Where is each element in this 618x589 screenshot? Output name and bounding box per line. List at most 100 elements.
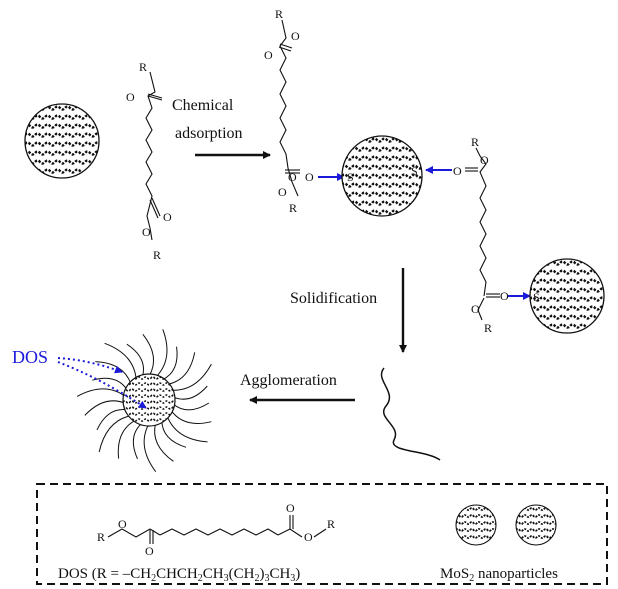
dos-tail [143, 423, 157, 472]
agglomerate-tails [76, 329, 212, 472]
lattice-layer [25, 159, 99, 165]
agglomerate-core [122, 373, 176, 427]
lattice-layer [456, 521, 496, 525]
dos-tail [84, 400, 126, 416]
center-S-right: S [411, 164, 418, 178]
dos-tail [172, 402, 210, 411]
lattice-layer [456, 528, 496, 532]
lattice-layer [530, 287, 604, 293]
dos-pointer-arrow-1 [57, 357, 123, 374]
lattice-layer [123, 376, 175, 380]
lattice-layer [530, 278, 604, 284]
dos-ads-right-R-top: R [471, 135, 479, 149]
legend-dos-structure [107, 515, 327, 544]
legend-R-left: R [97, 530, 105, 544]
dos-free-O-ester-bottom: O [142, 225, 151, 239]
legend-O-left-ester: O [118, 517, 127, 531]
lattice-layer [530, 305, 604, 311]
lattice-layer [123, 394, 175, 398]
legend-O-right-carbonyl: O [286, 501, 295, 515]
lattice-layer [342, 164, 422, 170]
mos2-particle-right [529, 258, 605, 334]
lattice-layer [530, 296, 604, 302]
solidified-chain [380, 367, 441, 461]
legend-O-right-ester: O [304, 530, 313, 544]
dos-free-O-top: O [126, 90, 135, 104]
dos-ads-right-O-ester-bottom: O [471, 302, 480, 316]
dos-tail [161, 346, 178, 381]
chemical-label-line1: Chemical [172, 97, 234, 114]
lattice-layer [516, 528, 556, 532]
lattice-layer [342, 155, 422, 161]
dos-ads-right-O-bonded: O [453, 164, 462, 178]
legend-O-left-carbonyl: O [145, 544, 154, 558]
dos-tail [167, 352, 196, 385]
dos-tail [166, 415, 208, 443]
mos2-particle-center [341, 135, 423, 217]
lattice-layer [342, 173, 422, 179]
lattice-layer [342, 146, 422, 152]
legend-box [36, 483, 608, 585]
mos2-particle-free [24, 103, 100, 179]
lattice-layer [456, 535, 496, 539]
dos-tail [170, 363, 212, 391]
chemical-label-line2: adsorption [175, 125, 243, 142]
lattice-layer [123, 412, 175, 416]
dos-tail [132, 422, 143, 460]
dos-tail [76, 388, 126, 397]
dos-ads-left-O-carbonyl: O [288, 170, 297, 184]
dos-tail [117, 419, 137, 459]
dos-ads-left-R-bottom: R [289, 201, 297, 215]
legend-mos2-particle-2 [515, 504, 557, 546]
dos-ads-left-O-ester: O [278, 185, 287, 199]
lattice-layer [25, 123, 99, 129]
dos-ads-left-O-bonded: O [305, 170, 314, 184]
dos-tail [98, 415, 131, 453]
dos-tail [170, 409, 212, 425]
lattice-layer [123, 388, 175, 392]
dos-ads-left-O-ester-top: O [264, 48, 273, 62]
right-particle-S: S [533, 290, 540, 304]
lattice-layer [123, 382, 175, 386]
legend-mos2-label: MoS2 nanoparticles [440, 566, 558, 584]
dos-molecule-adsorbed-left [278, 19, 299, 197]
lattice-layer [123, 400, 175, 404]
lattice-layer [342, 191, 422, 197]
lattice-layer [123, 406, 175, 410]
dos-tail [126, 343, 144, 378]
dos-ads-right-O-bonded-bottom: O [500, 289, 509, 303]
legend-dos-formula: DOS (R = –CH2CHCH2CH3(CH2)3CH3) [58, 566, 300, 584]
solidification-label: Solidification [290, 290, 377, 307]
center-S-left: S [347, 170, 354, 184]
dos-tail [155, 329, 168, 378]
lattice-layer [516, 514, 556, 518]
dos-ads-right-R-bottom: R [484, 321, 492, 335]
dos-free-R-bottom: R [153, 248, 161, 262]
lattice-layer [516, 535, 556, 539]
dos-ads-right-O-ester-top: O [480, 153, 489, 167]
dos-ads-left-R-top: R [275, 7, 283, 21]
lattice-layer [25, 150, 99, 156]
dos-tail [161, 420, 187, 448]
dos-ads-left-O-top: O [291, 29, 300, 43]
lattice-layer [456, 514, 496, 518]
lattice-layer [530, 314, 604, 320]
legend-R-right: R [327, 517, 335, 531]
dos-tail [172, 385, 208, 400]
lattice-layer [342, 182, 422, 188]
agglomeration-label: Agglomeration [240, 372, 337, 389]
dos-molecule-free [145, 71, 163, 241]
dos-tail [104, 342, 137, 380]
dos-pointer-label: DOS [12, 347, 48, 367]
lattice-layer [342, 200, 422, 206]
dos-tail [96, 409, 128, 431]
legend-mos2-particle-1 [455, 504, 497, 546]
dos-free-O-bottom: O [163, 210, 172, 224]
lattice-layer [25, 132, 99, 138]
dos-molecule-adsorbed-right [465, 147, 500, 321]
dos-tail [142, 333, 155, 377]
dos-tail [92, 377, 128, 391]
dos-tail [154, 422, 174, 462]
